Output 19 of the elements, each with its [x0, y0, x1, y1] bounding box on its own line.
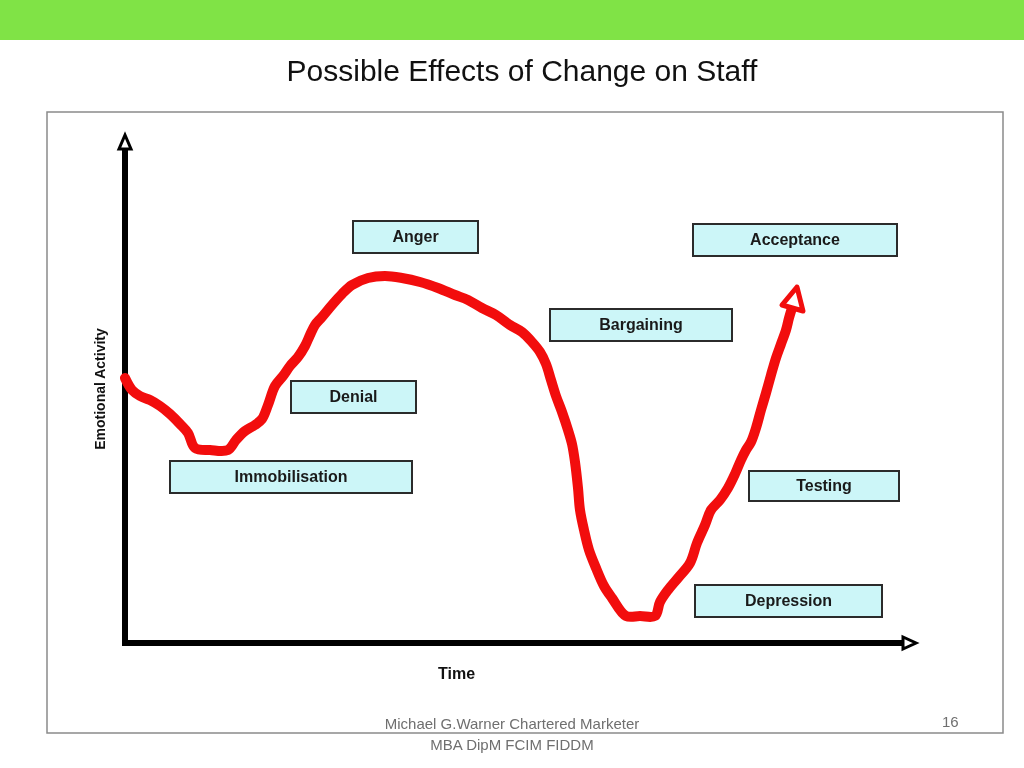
stage-label: Denial	[329, 388, 378, 406]
stage-label: Immobilisation	[234, 468, 348, 486]
slide-title: Possible Effects of Change on Staff	[285, 54, 759, 88]
stage-box	[290, 380, 417, 414]
stage-box	[549, 308, 733, 342]
stage-box	[692, 223, 898, 257]
stage-label: Acceptance	[750, 231, 840, 249]
stage-label: Bargaining	[599, 316, 683, 334]
stage-box	[352, 220, 479, 254]
stage-label: Anger	[392, 228, 439, 246]
axis-title: Time	[438, 665, 476, 683]
stage-box	[169, 460, 413, 494]
footer-text: Michael G.Warner Chartered Marketer MBA DipM FCIM FIDDM	[383, 714, 641, 755]
stage-label: Depression	[744, 592, 833, 610]
stage-box	[748, 470, 900, 502]
stage-label: Testing	[796, 477, 852, 495]
stage-box	[694, 584, 883, 618]
axis-title: Emotional Activity	[92, 327, 108, 452]
page-number: 16	[942, 713, 959, 731]
